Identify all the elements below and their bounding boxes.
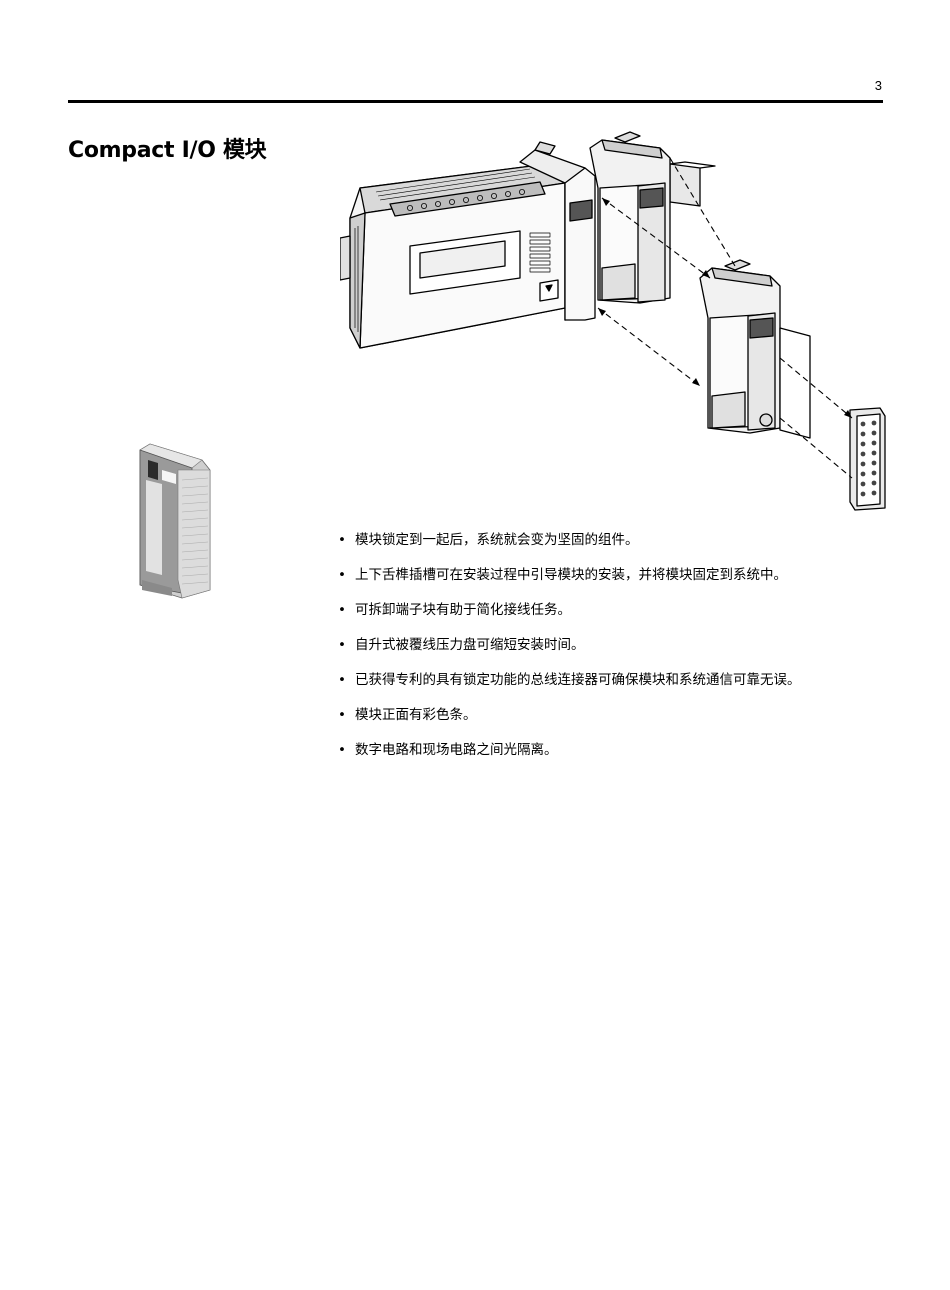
- feature-text: 数字电路和现场电路之间光隔离。: [355, 742, 558, 758]
- feature-item: • 已获得专利的具有锁定功能的总线连接器可确保模块和系统通信可靠无误。: [338, 669, 801, 704]
- feature-item: • 上下舌榫插槽可在安装过程中引导模块的安装，并将模块固定到系统中。: [338, 564, 801, 599]
- feature-list: • 模块锁定到一起后，系统就会变为坚固的组件。 • 上下舌榫插槽可在安装过程中引…: [338, 529, 801, 774]
- feature-text: 已获得专利的具有锁定功能的总线连接器可确保模块和系统通信可靠无误。: [355, 672, 801, 688]
- io-module-photo: [139, 443, 211, 599]
- feature-text: 模块正面有彩色条。: [355, 707, 477, 723]
- feature-item: • 数字电路和现场电路之间光隔离。: [338, 739, 801, 774]
- guide-arrowheads: [598, 198, 852, 418]
- bullet: •: [338, 602, 346, 618]
- feature-text: 上下舌榫插槽可在安装过程中引导模块的安装，并将模块固定到系统中。: [355, 567, 787, 583]
- bullet: •: [338, 672, 346, 688]
- feature-item: • 模块正面有彩色条。: [338, 704, 801, 739]
- removable-terminal-block: [849, 407, 886, 511]
- attached-io-module: [519, 141, 596, 321]
- exploded-io-module-lower: [699, 259, 811, 439]
- bullet: •: [338, 567, 346, 583]
- feature-text: 模块锁定到一起后，系统就会变为坚固的组件。: [355, 532, 639, 548]
- feature-text: 自升式被覆线压力盘可缩短安装时间。: [355, 637, 585, 653]
- bullet: •: [338, 532, 346, 548]
- feature-text: 可拆卸端子块有助于简化接线任务。: [355, 602, 571, 618]
- header-rule: [68, 100, 883, 103]
- bullet: •: [338, 742, 346, 758]
- page-number: 3: [874, 78, 882, 93]
- feature-item: • 模块锁定到一起后，系统就会变为坚固的组件。: [338, 529, 801, 564]
- exploded-io-module-upper: [589, 131, 671, 304]
- controller-assembly-illustration: [340, 131, 886, 511]
- feature-item: • 可拆卸端子块有助于简化接线任务。: [338, 599, 801, 634]
- controller-body: [340, 162, 566, 349]
- bullet: •: [338, 637, 346, 653]
- feature-item: • 自升式被覆线压力盘可缩短安装时间。: [338, 634, 801, 669]
- assembly-guide-lines: [597, 157, 853, 479]
- bullet: •: [338, 707, 346, 723]
- section-title: Compact I/O 模块: [68, 138, 267, 163]
